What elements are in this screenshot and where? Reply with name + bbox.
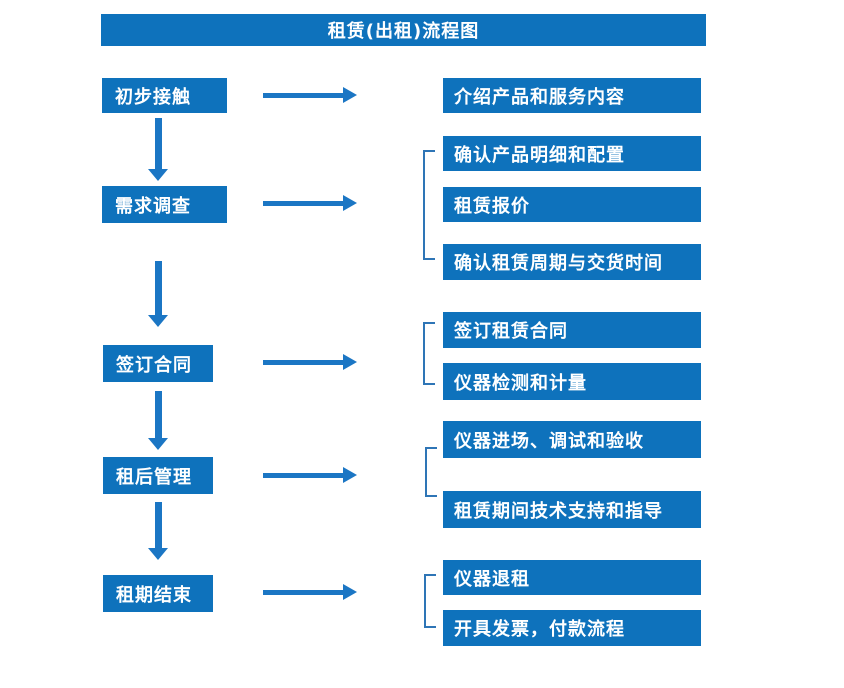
stage-box-post-rental-management: 租后管理: [103, 457, 213, 494]
output-box-sign-rental-contract: 签订租赁合同: [443, 312, 701, 348]
arrow-right-icon-row2: [263, 195, 357, 211]
bracket-group-lease-end: [424, 574, 436, 628]
arrow-down-icon-3: [148, 391, 168, 450]
arrow-right-icon-row4: [263, 467, 357, 483]
stage-box-lease-end: 租期结束: [103, 575, 213, 612]
output-box-rental-quotation: 租赁报价: [443, 187, 701, 222]
bracket-group-needs-survey: [423, 150, 435, 260]
arrow-down-icon-2: [148, 261, 168, 327]
output-box-instrument-testing: 仪器检测和计量: [443, 363, 701, 400]
output-box-instrument-return: 仪器退租: [443, 560, 701, 595]
output-box-confirm-product-details: 确认产品明细和配置: [443, 136, 701, 171]
arrow-right-icon-row5: [263, 584, 357, 600]
bracket-group-post-rental: [425, 447, 437, 497]
bracket-group-sign-contract: [423, 322, 435, 385]
output-box-introduce-products: 介绍产品和服务内容: [443, 78, 701, 113]
arrow-down-icon-1: [148, 118, 168, 181]
stage-box-needs-survey: 需求调查: [102, 186, 227, 223]
arrow-down-icon-4: [148, 502, 168, 560]
output-box-technical-support: 租赁期间技术支持和指导: [443, 491, 701, 528]
stage-box-sign-contract: 签订合同: [103, 345, 213, 382]
stage-box-initial-contact: 初步接触: [102, 78, 227, 113]
arrow-right-icon-row1: [263, 87, 357, 103]
output-box-invoice-payment: 开具发票，付款流程: [443, 610, 701, 646]
page-title: 租赁(出租)流程图: [101, 14, 706, 46]
output-box-confirm-rental-period: 确认租赁周期与交货时间: [443, 244, 701, 280]
output-box-instrument-setup: 仪器进场、调试和验收: [443, 421, 701, 458]
arrow-right-icon-row3: [263, 354, 357, 370]
